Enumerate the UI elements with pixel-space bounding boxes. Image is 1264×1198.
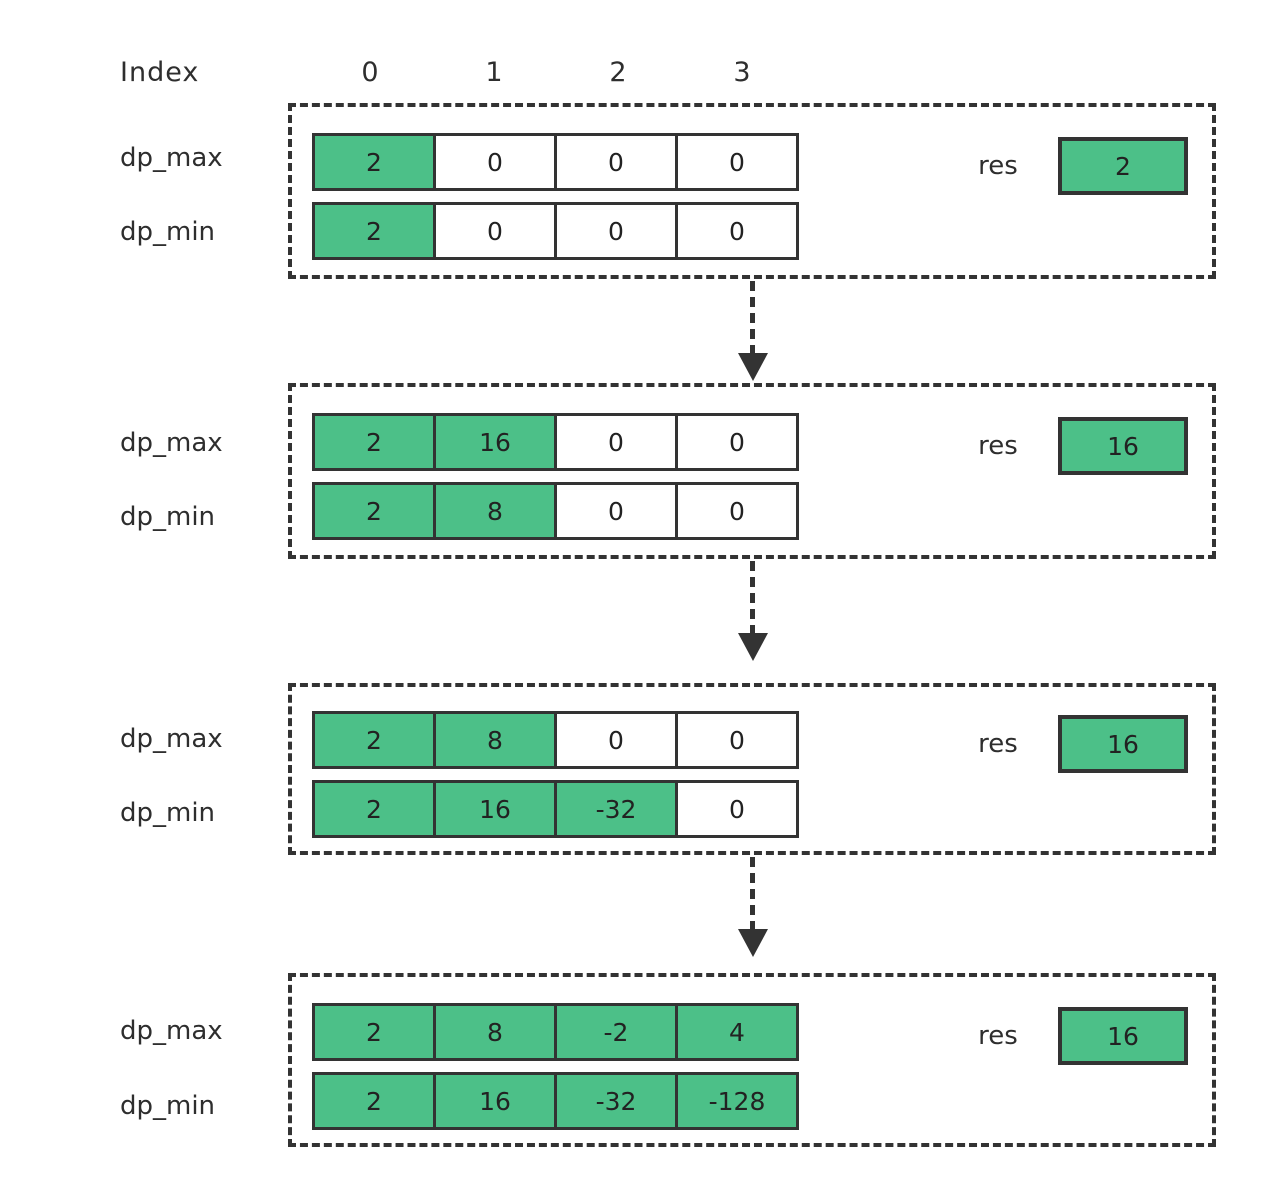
- res-box-step-4: 16: [1058, 1007, 1188, 1065]
- step-block-2: 2 16 0 0 2 8 0 0 res 16: [288, 383, 1216, 559]
- cell-dp-min-1-step-3: 16: [433, 780, 557, 838]
- row-label-dp-min-step-1: dp_min: [120, 217, 216, 247]
- cell-dp-min-2-step-3: -32: [554, 780, 678, 838]
- dp-min-array-step-3: 2 16 -32 0: [312, 780, 799, 838]
- cell-dp-max-3-step-2: 0: [675, 413, 799, 471]
- cell-dp-min-1-step-4: 16: [433, 1072, 557, 1130]
- dp-min-array-step-2: 2 8 0 0: [312, 482, 799, 540]
- cell-dp-max-1-step-3: 8: [433, 711, 557, 769]
- cell-dp-max-1-step-2: 16: [433, 413, 557, 471]
- row-label-dp-max-step-3: dp_max: [120, 724, 223, 754]
- arrow-head-3: [738, 929, 768, 957]
- step-block-3: 2 8 0 0 2 16 -32 0 res 16: [288, 683, 1216, 855]
- dp-min-array-step-1: 2 0 0 0: [312, 202, 799, 260]
- cell-dp-max-1-step-1: 0: [433, 133, 557, 191]
- column-header-3: 3: [733, 57, 751, 88]
- cell-dp-max-1-step-4: 8: [433, 1003, 557, 1061]
- row-label-dp-max-step-2: dp_max: [120, 428, 223, 458]
- cell-dp-max-2-step-3: 0: [554, 711, 678, 769]
- cell-dp-max-3-step-4: 4: [675, 1003, 799, 1061]
- cell-dp-max-2-step-4: -2: [554, 1003, 678, 1061]
- arrow-shaft-1: [750, 281, 755, 355]
- cell-dp-min-3-step-2: 0: [675, 482, 799, 540]
- row-label-dp-max-step-1: dp_max: [120, 143, 223, 173]
- cell-dp-max-0-step-3: 2: [312, 711, 436, 769]
- cell-dp-max-3-step-3: 0: [675, 711, 799, 769]
- res-label-step-1: res: [978, 151, 1018, 181]
- cell-dp-min-1-step-2: 8: [433, 482, 557, 540]
- row-label-dp-min-step-4: dp_min: [120, 1091, 216, 1121]
- step-block-1: 2 0 0 0 2 0 0 0 res 2: [288, 103, 1216, 279]
- flow-arrow-1: [738, 281, 768, 381]
- column-header-1: 1: [485, 57, 503, 88]
- res-label-step-2: res: [978, 431, 1018, 461]
- cell-dp-min-0-step-1: 2: [312, 202, 436, 260]
- cell-dp-max-0-step-1: 2: [312, 133, 436, 191]
- res-box-step-2: 16: [1058, 417, 1188, 475]
- res-box-step-1: 2: [1058, 137, 1188, 195]
- dp-max-array-step-4: 2 8 -2 4: [312, 1003, 799, 1061]
- cell-dp-min-0-step-3: 2: [312, 780, 436, 838]
- cell-dp-max-3-step-1: 0: [675, 133, 799, 191]
- column-header-2: 2: [609, 57, 627, 88]
- cell-dp-min-3-step-1: 0: [675, 202, 799, 260]
- arrow-head-2: [738, 633, 768, 661]
- flow-arrow-3: [738, 857, 768, 957]
- cell-dp-min-2-step-2: 0: [554, 482, 678, 540]
- row-label-dp-min-step-2: dp_min: [120, 502, 216, 532]
- arrow-shaft-2: [750, 561, 755, 635]
- step-block-4: 2 8 -2 4 2 16 -32 -128 res 16: [288, 973, 1216, 1147]
- res-label-step-3: res: [978, 729, 1018, 759]
- cell-dp-min-2-step-4: -32: [554, 1072, 678, 1130]
- cell-dp-max-2-step-1: 0: [554, 133, 678, 191]
- cell-dp-max-0-step-2: 2: [312, 413, 436, 471]
- cell-dp-max-0-step-4: 2: [312, 1003, 436, 1061]
- index-label: Index: [120, 57, 200, 88]
- dp-max-array-step-2: 2 16 0 0: [312, 413, 799, 471]
- cell-dp-min-2-step-1: 0: [554, 202, 678, 260]
- res-label-step-4: res: [978, 1021, 1018, 1051]
- res-box-step-3: 16: [1058, 715, 1188, 773]
- cell-dp-max-2-step-2: 0: [554, 413, 678, 471]
- cell-dp-min-1-step-1: 0: [433, 202, 557, 260]
- arrow-head-1: [738, 353, 768, 381]
- dp-max-array-step-3: 2 8 0 0: [312, 711, 799, 769]
- flow-arrow-2: [738, 561, 768, 661]
- cell-dp-min-3-step-3: 0: [675, 780, 799, 838]
- cell-dp-min-0-step-2: 2: [312, 482, 436, 540]
- dp-min-array-step-4: 2 16 -32 -128: [312, 1072, 799, 1130]
- row-label-dp-max-step-4: dp_max: [120, 1016, 223, 1046]
- dp-max-array-step-1: 2 0 0 0: [312, 133, 799, 191]
- row-label-dp-min-step-3: dp_min: [120, 798, 216, 828]
- cell-dp-min-3-step-4: -128: [675, 1072, 799, 1130]
- arrow-shaft-3: [750, 857, 755, 931]
- cell-dp-min-0-step-4: 2: [312, 1072, 436, 1130]
- index-header-row: Index 0 1 2 3: [0, 50, 1264, 96]
- column-header-0: 0: [361, 57, 379, 88]
